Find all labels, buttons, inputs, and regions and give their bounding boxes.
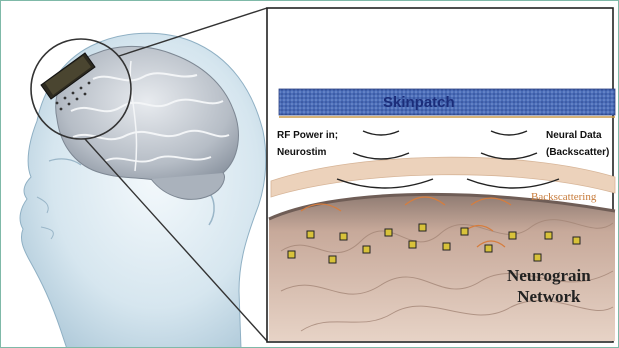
neurograin-icon <box>419 224 426 231</box>
neural-data-line: Neural Data <box>546 127 609 144</box>
backscattering-label: Backscattering <box>531 191 596 203</box>
rf-power-line: RF Power in; <box>277 127 338 144</box>
neurograin-icon <box>307 231 314 238</box>
neurograin-icon <box>409 241 416 248</box>
backscatter-line: (Backscatter) <box>546 144 609 161</box>
neurograin-icon <box>288 251 295 258</box>
neurograin-icon <box>545 232 552 239</box>
rf-power-label: RF Power in; Neurostim <box>277 127 338 161</box>
neurograin-icon <box>329 256 336 263</box>
neurograin-icon <box>385 229 392 236</box>
neurograin-icon <box>534 254 541 261</box>
neurograin-icon <box>573 237 580 244</box>
neurograin-icon <box>461 228 468 235</box>
neurograin-icon <box>363 246 370 253</box>
network-line: Network <box>507 286 591 307</box>
neurograin-network-label: Neurograin Network <box>507 265 591 307</box>
skinpatch-label: Skinpatch <box>383 94 455 111</box>
neurostim-line: Neurostim <box>277 144 338 161</box>
neurograin-line: Neurograin <box>507 265 591 286</box>
neurograin-icon <box>485 245 492 252</box>
neurograin-icon <box>443 243 450 250</box>
neural-data-label: Neural Data (Backscatter) <box>546 127 609 161</box>
neurograin-icon <box>509 232 516 239</box>
neurograin-icon <box>340 233 347 240</box>
